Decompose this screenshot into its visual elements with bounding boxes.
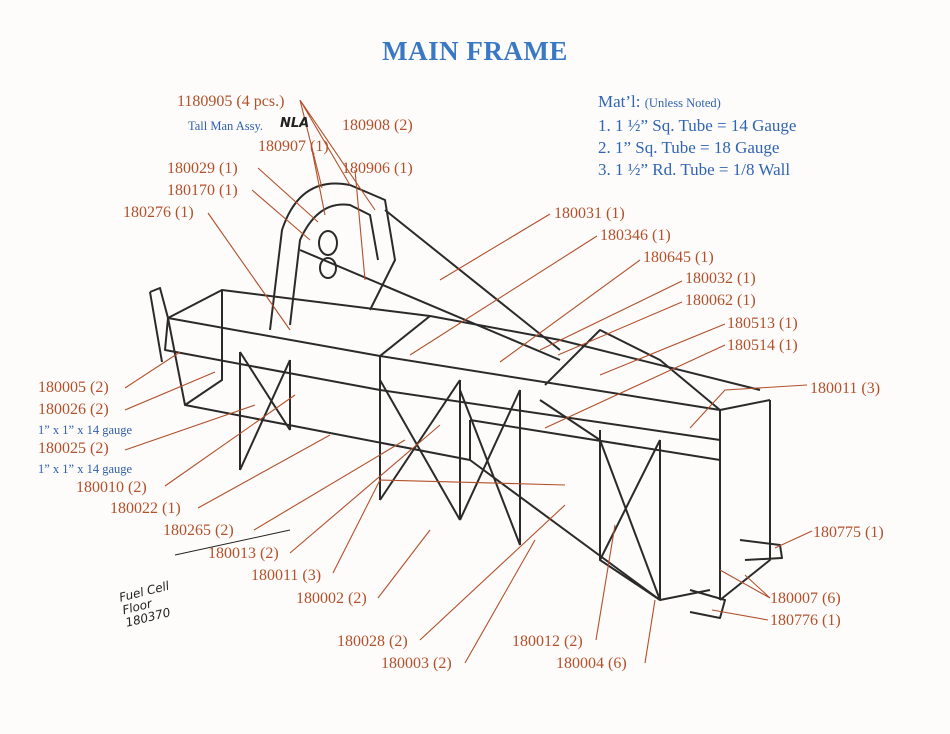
frame-rear-top [167,289,431,357]
label-180645: 180645 (1) [643,249,714,266]
label-180032: 180032 (1) [685,270,756,287]
frame-bottom-rail [469,459,711,601]
frame-lower-long-rail [469,419,721,461]
frame-left-lower-rail [167,317,471,461]
label-180907: 180907 (1) [258,138,329,155]
label-180022: 180022 (1) [110,500,181,517]
note-tube-spec-2: 1” x 1” x 14 gauge [38,462,133,476]
material-line-2: 2. 1” Sq. Tube = 18 Gauge [598,138,780,157]
note-tall-man-assy: Tall Man Assy. [188,119,264,133]
material-line-3: 3. 1 ½” Rd. Tube = 1/8 Wall [598,160,791,179]
label-180062: 180062 (1) [685,292,756,309]
label-180028: 180028 (2) [337,633,408,650]
frame-front-brackets [689,539,783,619]
label-180004: 180004 (6) [556,655,627,672]
label-180170: 180170 (1) [167,182,238,199]
frame-rear-post [184,290,223,406]
label-180346: 180346 (1) [600,227,671,244]
page-title: MAIN FRAME [382,36,568,66]
label-180011-front: 180011 (3) [810,380,881,397]
hoop-hole-1 [318,230,338,256]
label-180026: 180026 (2) [38,401,109,418]
label-180011-lower: 180011 (3) [251,567,322,584]
label-180025: 180025 (2) [38,440,109,457]
label-180908: 180908 (2) [342,117,413,134]
label-180010: 180010 (2) [76,479,147,496]
label-180012: 180012 (2) [512,633,583,650]
frame-diagonals [239,351,661,601]
label-180514: 180514 (1) [727,337,798,354]
note-tube-spec-1: 1” x 1” x 14 gauge [38,423,133,437]
frame-dash-hoop [539,329,721,441]
label-180776: 180776 (1) [770,612,841,629]
label-180265: 180265 (2) [163,522,234,539]
frame-rear-stub [149,287,169,363]
label-1180905: 1180905 (4 pcs.) [177,93,285,110]
material-heading-note: (Unless Noted) [644,96,721,110]
label-180003: 180003 (2) [381,655,452,672]
label-180002: 180002 (2) [296,590,367,607]
frame-mid-rail [379,389,721,441]
label-180029: 180029 (1) [167,160,238,177]
material-heading-label: Mat’l: [598,92,641,111]
frame-top-rail-far [429,315,761,391]
frame-front-box [719,400,771,601]
hoop-hole-2 [319,257,337,279]
label-180031: 180031 (1) [554,205,625,222]
label-180906: 180906 (1) [342,160,413,177]
label-180007: 180007 (6) [770,590,841,607]
frame-verticals [239,352,521,545]
handwritten-nla: NLA [280,116,310,131]
label-180276: 180276 (1) [123,204,194,221]
material-heading: Mat’l: (Unless Noted) [598,92,721,112]
label-180013: 180013 (2) [208,545,279,562]
material-line-1: 1. 1 ½” Sq. Tube = 14 Gauge [598,116,797,135]
label-180005: 180005 (2) [38,379,109,396]
label-180775: 180775 (1) [813,524,884,541]
label-180513: 180513 (1) [727,315,798,332]
frame-roll-braces [299,209,561,361]
